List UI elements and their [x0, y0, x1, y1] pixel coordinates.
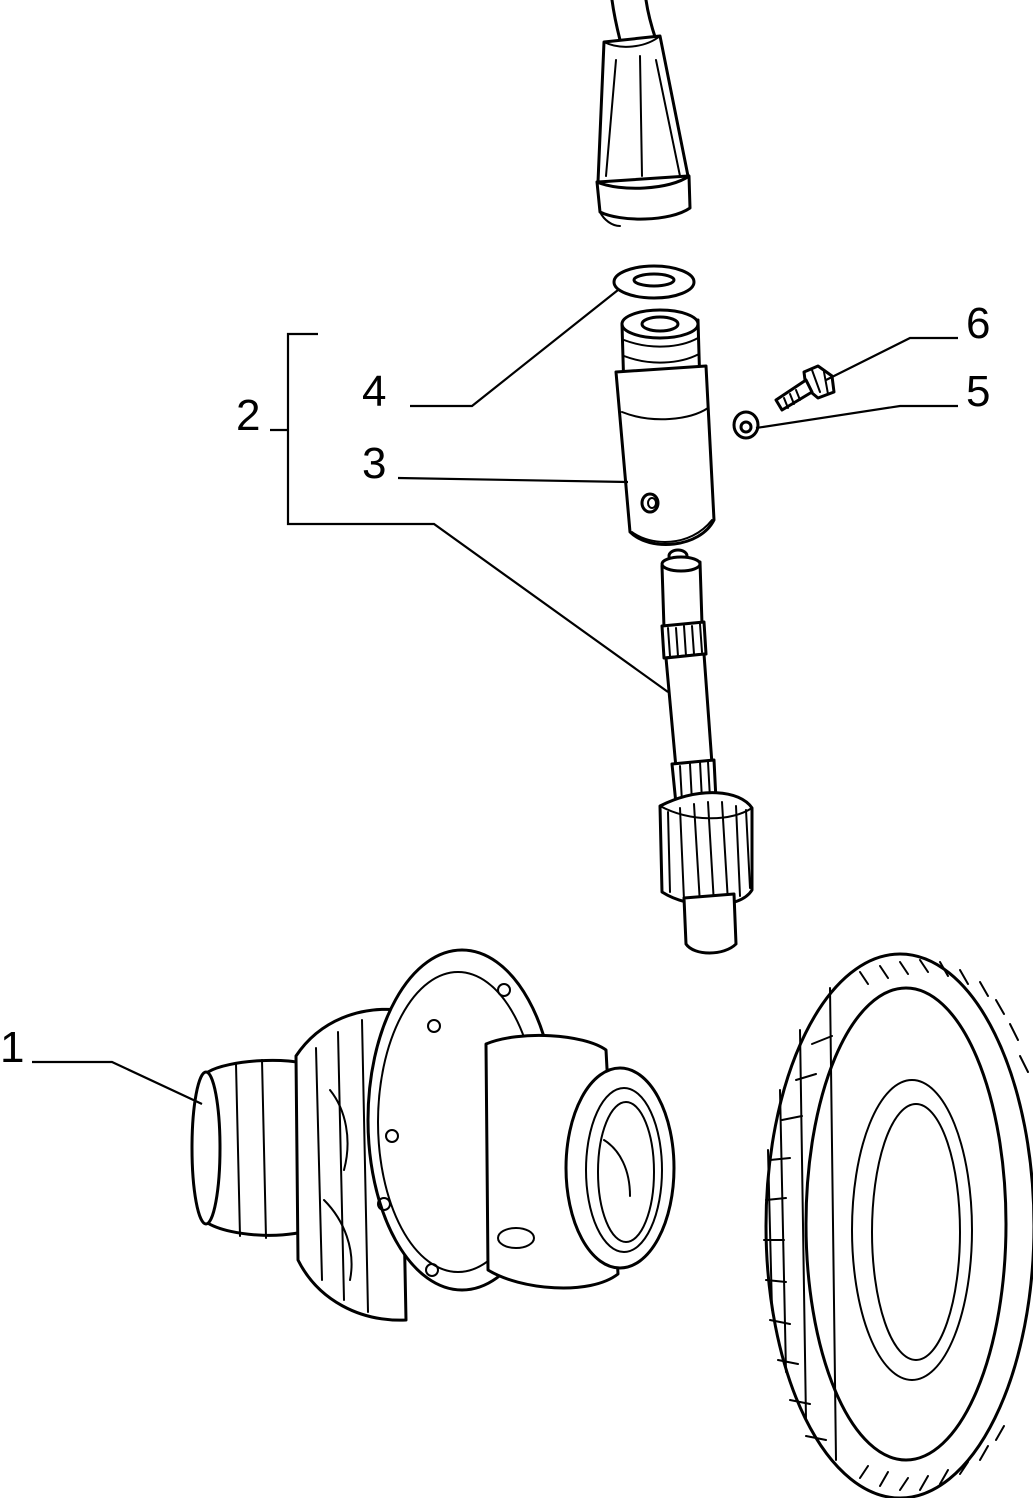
callout-6: 6	[966, 299, 990, 348]
leader-5	[755, 404, 958, 430]
leader-3	[397, 476, 629, 484]
leader-2-bracket	[286, 332, 669, 693]
washer-part-5	[732, 410, 760, 440]
callout-1: 1	[0, 1023, 24, 1072]
callout-2: 2	[236, 391, 260, 440]
speedometer-cable	[595, 0, 692, 227]
leader-4	[410, 289, 619, 408]
sleeve-part-3	[614, 308, 716, 546]
crown-wheel-gear	[763, 952, 1033, 1498]
washer-part-4	[612, 264, 696, 300]
callout-5: 5	[966, 367, 990, 416]
driven-gear-shaft	[658, 548, 754, 955]
callout-4: 4	[362, 367, 386, 416]
differential-housing-part-1	[190, 948, 676, 1322]
screw-part-6	[774, 364, 836, 412]
callout-labels: 1 2 3 4 5 6	[0, 299, 990, 1072]
leader-1	[32, 1060, 203, 1105]
callout-3: 3	[362, 439, 386, 488]
leader-6	[825, 336, 958, 381]
leader-lines	[32, 289, 958, 1105]
